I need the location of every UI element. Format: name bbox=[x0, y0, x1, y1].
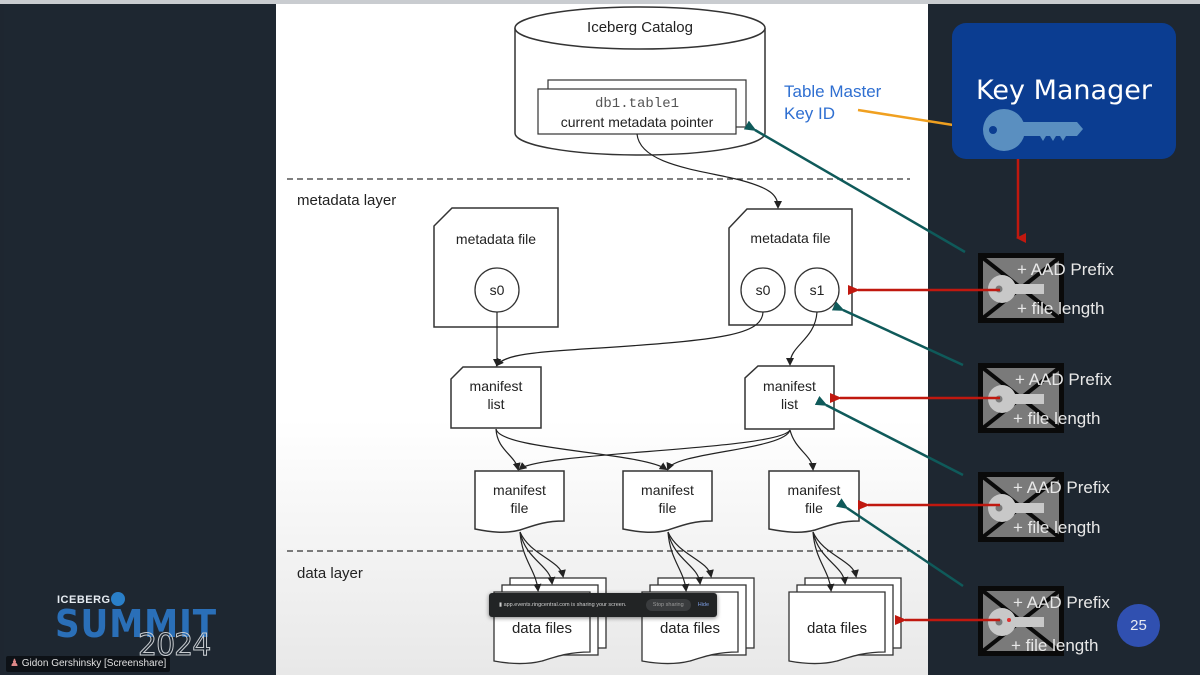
metadata-layer-label: metadata layer bbox=[297, 192, 397, 209]
manifest-list-1-shape bbox=[450, 366, 542, 429]
catalog-title: Iceberg Catalog bbox=[587, 19, 693, 36]
data-files-2-label: data files bbox=[659, 620, 721, 637]
stop-sharing-button[interactable]: Stop sharing bbox=[645, 599, 691, 611]
manifest-file-2-line1: manifest bbox=[641, 482, 694, 498]
table-name: db1.table1 bbox=[594, 96, 679, 112]
master-key-id-label: Table Master Key ID bbox=[784, 81, 881, 125]
hide-button[interactable]: Hide bbox=[697, 602, 709, 608]
aad-prefix-label-4: + AAD Prefix bbox=[1013, 593, 1110, 612]
left-panel bbox=[4, 4, 276, 675]
manifest-file-1-line1: manifest bbox=[493, 482, 546, 498]
file-length-label-4: + file length bbox=[1011, 636, 1099, 655]
master-key-id-line2: Key ID bbox=[784, 104, 836, 123]
aad-prefix-label-1: + AAD Prefix bbox=[1017, 260, 1114, 279]
teal-arrows bbox=[743, 120, 966, 588]
manifest-file-1-label: manifest file bbox=[475, 481, 564, 517]
metadata-file-2-label: metadata file bbox=[750, 230, 831, 246]
data-layer-label: data layer bbox=[297, 565, 363, 582]
manifest-file-1-line2: file bbox=[510, 500, 529, 516]
screen-share-bar: ▮ app.events.ringcentral.com is sharing … bbox=[489, 593, 717, 617]
snapshot-s1-label: s1 bbox=[809, 282, 825, 298]
manifest-file-2-label: manifest file bbox=[623, 481, 712, 517]
iceberg-globe-icon bbox=[111, 592, 125, 606]
data-files-stack-3 bbox=[788, 577, 902, 665]
presenter-name: Gidon Gershinsky [Screenshare] bbox=[21, 658, 167, 669]
manifest-list-2-shape bbox=[744, 365, 835, 430]
manifest-file-3-line1: manifest bbox=[787, 482, 841, 498]
share-message-text: app.events.ringcentral.com is sharing yo… bbox=[503, 602, 627, 608]
manifest-list-2-line2: list bbox=[780, 396, 799, 412]
snapshot-s0-label: s0 bbox=[489, 282, 505, 298]
page-number-badge: 25 bbox=[1117, 604, 1160, 647]
manifest-list-1-line2: list bbox=[487, 396, 505, 412]
presenter-icon: ♟ bbox=[10, 658, 19, 669]
manifest-file-1-shape bbox=[474, 470, 565, 533]
metadata-file-1-label: metadata file bbox=[455, 231, 537, 247]
manifest-list-1-line1: manifest bbox=[469, 378, 523, 394]
manifest-file-3-shape bbox=[768, 470, 860, 533]
red-arrows bbox=[830, 285, 1000, 625]
pointer-box bbox=[537, 88, 737, 135]
snapshot-s0-label: s0 bbox=[755, 282, 771, 298]
data-files-1-label: data files bbox=[511, 620, 573, 637]
manifest-file-3-line2: file bbox=[805, 500, 823, 516]
file-length-label-1: + file length bbox=[1017, 299, 1105, 318]
manifest-list-2-line1: manifest bbox=[763, 378, 816, 394]
iceberg-summit-logo: ICEBERG SUMMIT 2024 bbox=[55, 592, 217, 664]
file-length-label-3: + file length bbox=[1013, 518, 1101, 537]
presenter-name-tag: ♟ Gidon Gershinsky [Screenshare] bbox=[6, 656, 171, 672]
aad-prefix-label-3: + AAD Prefix bbox=[1013, 478, 1110, 497]
metadata-file-2-shape bbox=[728, 208, 853, 326]
logo-summit-text: SUMMIT bbox=[55, 602, 217, 646]
manifest-file-3-label: manifest file bbox=[769, 481, 859, 517]
manifest-file-2-line2: file bbox=[658, 500, 677, 516]
file-length-label-2: + file length bbox=[1013, 409, 1101, 428]
aad-prefix-label-2: + AAD Prefix bbox=[1015, 370, 1112, 389]
manifest-list-1-label: manifest list bbox=[451, 377, 541, 413]
key-manager-title: Key Manager bbox=[976, 75, 1152, 106]
key-manager-box: Key Manager bbox=[952, 23, 1176, 159]
top-border bbox=[0, 0, 1200, 4]
pointer-label: current metadata pointer bbox=[560, 114, 714, 130]
logo-iceberg-text: ICEBERG bbox=[57, 594, 111, 606]
connector-arrows bbox=[493, 133, 859, 592]
manifest-list-2-label: manifest list bbox=[745, 377, 834, 413]
data-files-3-label: data files bbox=[806, 620, 868, 637]
master-key-id-line1: Table Master bbox=[784, 82, 882, 101]
manifest-file-2-shape bbox=[622, 470, 713, 533]
share-message: ▮ app.events.ringcentral.com is sharing … bbox=[499, 602, 627, 608]
